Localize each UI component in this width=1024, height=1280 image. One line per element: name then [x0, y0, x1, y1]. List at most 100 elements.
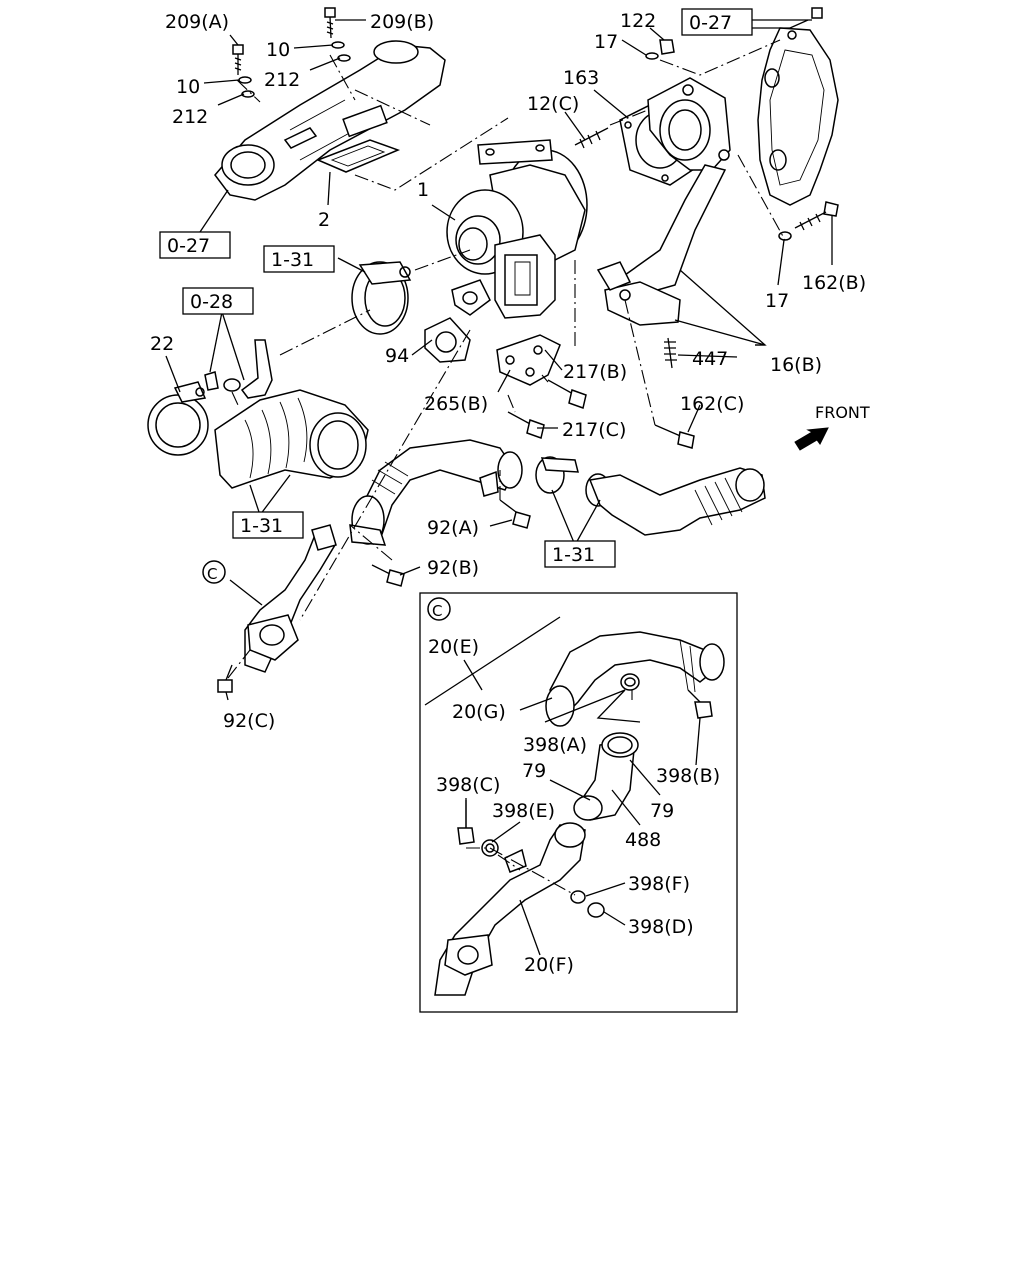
label-front: FRONT — [815, 403, 870, 422]
ref-box-0-27-right — [681, 8, 753, 36]
label-20f: 20(F) — [524, 954, 574, 976]
bolt-92b — [371, 564, 405, 587]
ref-box-1-31-right — [544, 540, 616, 568]
washer-398f — [570, 890, 586, 904]
circle-c-marker — [202, 560, 226, 584]
exhaust-elbow-pipe — [214, 40, 446, 201]
label-12c: 12(C) — [527, 93, 579, 115]
label-398f: 398(F) — [628, 873, 690, 895]
ref-box-1-31-top — [263, 245, 335, 273]
label-212-lower: 212 — [172, 106, 208, 128]
bolt-162b — [794, 201, 839, 231]
ref-box-1-31-left — [232, 511, 304, 539]
label-122: 122 — [620, 10, 656, 32]
reference-boxes: 0-27 0-27 1-31 0-28 1-31 1-31 — [159, 8, 753, 568]
ref-label-0-27-left: 0-27 — [167, 235, 210, 257]
alignment-lines — [227, 39, 786, 896]
label-92b: 92(B) — [427, 557, 479, 579]
label-212-upper: 212 — [264, 69, 300, 91]
circle-c-label: C — [207, 565, 217, 583]
washer-212-upper — [337, 54, 351, 62]
label-2: 2 — [318, 209, 330, 231]
label-17-lower: 17 — [765, 290, 789, 312]
clamp-turbo — [351, 261, 412, 335]
pipe-20e — [545, 631, 725, 727]
gasket-94 — [424, 317, 471, 363]
turbocharger-1 — [446, 139, 588, 319]
bolt-209a — [232, 44, 244, 75]
washer-17-lower — [778, 231, 792, 241]
label-398d: 398(D) — [628, 916, 694, 938]
intake-hose-right — [588, 467, 766, 536]
ref-label-1-31-right: 1-31 — [552, 544, 595, 566]
label-10-lower: 10 — [176, 76, 200, 98]
label-92c: 92(C) — [223, 710, 275, 732]
washer-17-upper — [645, 52, 659, 60]
bolt-92a — [499, 499, 531, 529]
bolt-162c — [654, 424, 695, 449]
stud-447 — [664, 337, 677, 369]
bolt-92c — [217, 664, 233, 693]
pipe-16b — [596, 77, 731, 326]
label-10-upper: 10 — [266, 39, 290, 61]
bolt-217c — [507, 411, 545, 439]
part-number-labels: 209(A) 209(B) 10 10 212 212 2 122 17 163… — [150, 10, 870, 976]
fitting-398a — [620, 673, 640, 691]
bolt-217b — [547, 379, 587, 409]
label-20e: 20(E) — [428, 636, 479, 658]
detail-box-c-fold-line — [424, 616, 561, 706]
label-209b: 209(B) — [370, 11, 434, 33]
ref-label-0-28: 0-28 — [190, 291, 233, 313]
label-398b: 398(B) — [656, 765, 720, 787]
leader-lines — [165, 19, 833, 956]
label-79-right: 79 — [650, 800, 674, 822]
heat-shield-bracket — [757, 27, 839, 206]
label-163: 163 — [563, 67, 599, 89]
label-20g: 20(G) — [452, 701, 506, 723]
label-398c: 398(C) — [436, 774, 500, 796]
label-92a: 92(A) — [427, 517, 479, 539]
label-22: 22 — [150, 333, 174, 355]
bolt-209b — [324, 7, 336, 39]
ref-box-0-28 — [182, 287, 254, 315]
label-398e: 398(E) — [492, 800, 555, 822]
pipe-20f — [434, 822, 586, 996]
detail-c-label: C — [432, 602, 442, 620]
label-17-upper: 17 — [594, 31, 618, 53]
clamp-22 — [147, 381, 209, 456]
ref-label-1-31-left: 1-31 — [240, 515, 283, 537]
ref-label-0-27-right: 0-27 — [689, 12, 732, 34]
bracket-265b — [496, 334, 561, 386]
label-447: 447 — [692, 348, 728, 370]
washer-212-lower — [241, 90, 255, 98]
label-265b: 265(B) — [424, 393, 488, 415]
air-pipe-center — [349, 439, 523, 546]
intake-hose-big — [214, 389, 369, 489]
label-217b: 217(B) — [563, 361, 627, 383]
label-209a: 209(A) — [165, 11, 229, 33]
small-hose — [204, 339, 273, 399]
washer-10-lower — [238, 76, 252, 84]
label-217c: 217(C) — [562, 419, 626, 441]
label-162b: 162(B) — [802, 272, 866, 294]
front-arrow-icon — [794, 427, 829, 451]
gasket-2 — [316, 139, 401, 173]
nut-122 — [659, 39, 675, 55]
washer-398d — [587, 902, 605, 918]
stud-12c — [574, 127, 609, 149]
label-488: 488 — [625, 829, 661, 851]
fitting-398b — [687, 689, 713, 719]
label-1: 1 — [417, 179, 429, 201]
washer-10-upper — [331, 41, 345, 49]
pipe-c-left — [244, 524, 337, 673]
bolt-top-right — [789, 7, 823, 29]
part-drawings — [147, 7, 839, 1013]
label-94: 94 — [385, 345, 409, 367]
label-398a: 398(A) — [523, 734, 587, 756]
detail-c-marker — [427, 597, 451, 621]
label-16b: 16(B) — [770, 354, 822, 376]
label-162c: 162(C) — [680, 393, 744, 415]
ref-box-0-27-left — [159, 231, 231, 259]
ref-label-1-31-top: 1-31 — [271, 249, 314, 271]
